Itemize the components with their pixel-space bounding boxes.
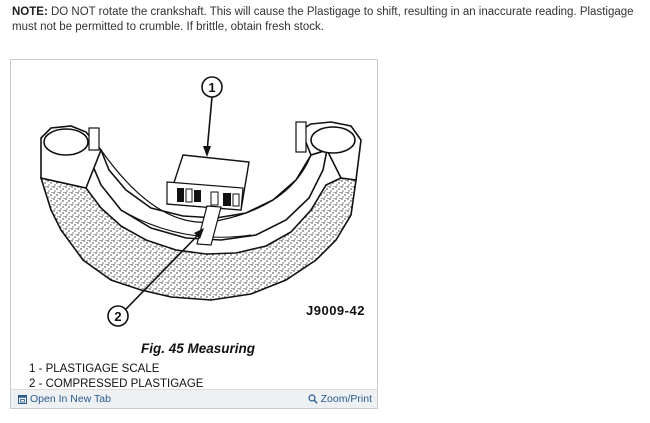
figure-caption: Fig. 45 Measuring — [141, 341, 256, 356]
bearing-cap-illustration: 1 2 — [39, 76, 362, 327]
magnifier-icon — [308, 394, 318, 404]
open-in-new-tab-label: Open In New Tab — [30, 393, 111, 405]
note-text: DO NOT rotate the crankshaft. This will … — [12, 6, 634, 33]
figure-toolbar: Open In New Tab Zoom/Print — [11, 389, 377, 408]
callout-2-label: 2 — [114, 309, 121, 324]
figure-frame: 1 2 J9009-42 Fig. 45 Measuring 1 - PLAST… — [10, 59, 378, 409]
note-paragraph: NOTE: DO NOT rotate the crankshaft. This… — [12, 5, 642, 35]
open-in-new-tab-link[interactable]: Open In New Tab — [18, 393, 111, 405]
plastigage-scale-card — [166, 154, 250, 211]
callout-1: 1 — [201, 76, 223, 157]
figure-id: J9009-42 — [306, 303, 365, 318]
callout-2: 2 — [107, 228, 204, 327]
legend-item: 2 - COMPRESSED PLASTIGAGE — [29, 378, 204, 390]
callout-1-label: 1 — [208, 80, 215, 95]
zoom-print-label: Zoom/Print — [320, 393, 372, 405]
legend-item: 1 - PLASTIGAGE SCALE — [29, 363, 160, 375]
new-tab-icon — [18, 394, 27, 404]
zoom-print-link[interactable]: Zoom/Print — [308, 393, 372, 405]
figure-legend: 1 - PLASTIGAGE SCALE 2 - COMPRESSED PLAS… — [29, 362, 203, 392]
note-label: NOTE: — [12, 6, 48, 18]
